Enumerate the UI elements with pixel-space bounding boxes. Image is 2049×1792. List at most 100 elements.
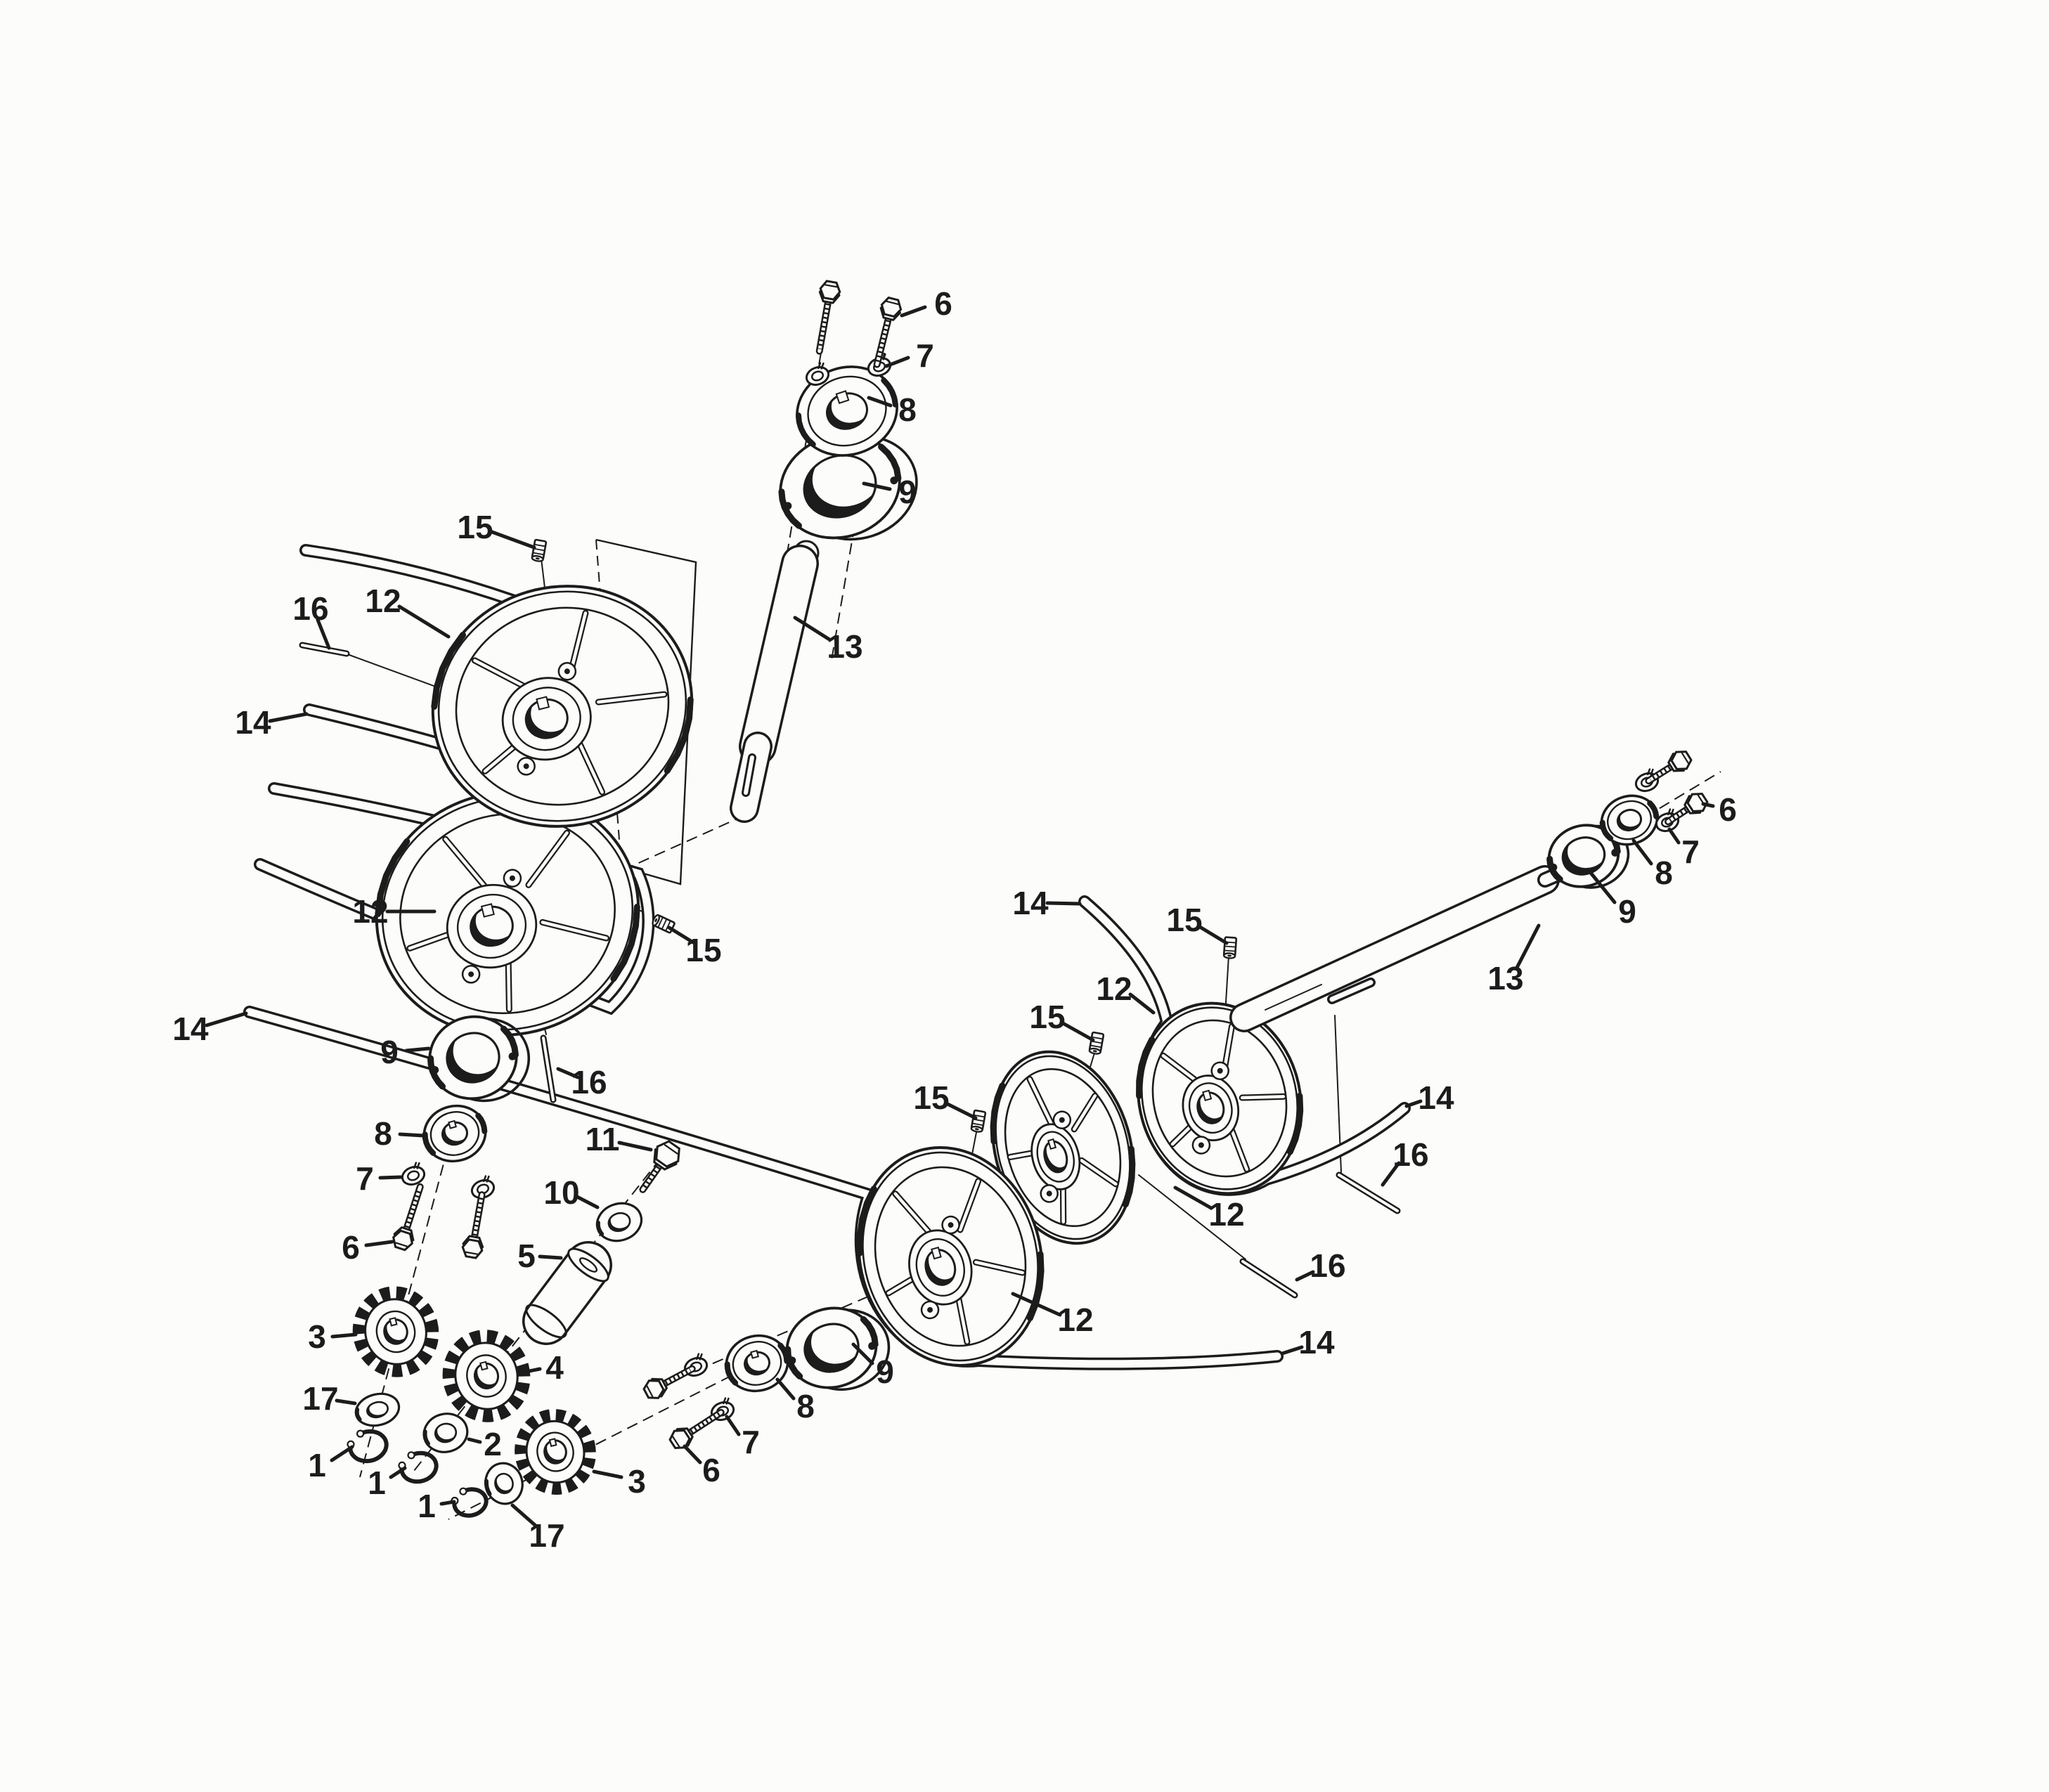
part-callout-3: 3	[592, 1463, 646, 1500]
gear-4	[442, 1330, 531, 1422]
part-number-label: 16	[1392, 1136, 1428, 1173]
part-number-label: 14	[235, 704, 271, 741]
shafts	[730, 540, 1577, 1032]
thrust-washer-17	[484, 1462, 524, 1505]
part-number-label: 14	[1418, 1079, 1454, 1116]
part-callout-8: 8	[867, 391, 917, 428]
part-callout-7: 7	[725, 1415, 760, 1460]
snap-ring-1	[451, 1487, 489, 1518]
part-callout-15: 15	[1166, 902, 1229, 945]
part-callout-16: 16	[1381, 1136, 1429, 1187]
part-callout-6: 6	[1701, 791, 1737, 828]
part-callout-9: 9	[862, 474, 917, 510]
part-number-label: 5	[517, 1238, 536, 1274]
part-number-label: 7	[1681, 833, 1700, 870]
shaft-collar-9	[778, 433, 918, 541]
part-callout-15: 15	[667, 926, 722, 968]
part-callout-5: 5	[517, 1238, 563, 1274]
part-number-label: 12	[1096, 970, 1132, 1007]
part-number-label: 1	[368, 1465, 386, 1501]
part-number-label: 12	[1057, 1301, 1093, 1338]
shaft-13	[730, 540, 820, 823]
part-number-label: 10	[543, 1174, 579, 1211]
part-callout-12: 12	[352, 893, 437, 930]
part-number-label: 6	[934, 285, 952, 322]
part-callout-16: 16	[556, 1064, 607, 1100]
pulley-12	[990, 1050, 1136, 1245]
part-number-label: 8	[898, 391, 917, 428]
hex-bolt-6	[642, 1365, 696, 1399]
part-callout-15: 15	[457, 509, 536, 550]
part-number-label: 16	[292, 590, 328, 627]
part-number-label: 9	[380, 1034, 399, 1070]
bearing-8	[1599, 794, 1660, 846]
part-callout-8: 8	[1631, 838, 1673, 891]
shaft-collar-9	[784, 1306, 891, 1391]
center-axis	[448, 1359, 763, 1520]
key-16	[540, 1034, 557, 1103]
bearing-8	[724, 1334, 790, 1393]
shaft-collar-9	[427, 1015, 531, 1103]
part-number-label: 17	[529, 1517, 564, 1554]
part-number-label: 7	[916, 337, 934, 374]
pulley-12	[431, 585, 694, 828]
part-callout-6: 6	[342, 1229, 394, 1266]
part-number-label: 16	[1310, 1247, 1345, 1284]
part-number-label: 15	[1166, 902, 1202, 938]
lock-washer-7	[805, 362, 830, 387]
part-callout-17: 17	[302, 1380, 357, 1417]
part-number-label: 8	[796, 1388, 815, 1424]
part-callout-13: 13	[1487, 923, 1541, 996]
hardware-parts	[299, 280, 1709, 1518]
part-number-label: 14	[172, 1011, 209, 1047]
part-number-label: 15	[913, 1079, 949, 1116]
part-number-label: 9	[1618, 893, 1636, 930]
hex-bolt-6	[1645, 751, 1693, 785]
bearing-8	[795, 365, 898, 457]
part-number-label: 14	[1012, 885, 1049, 921]
part-number-label: 7	[742, 1424, 760, 1460]
part-callout-8: 8	[775, 1377, 815, 1424]
thrust-washer-17	[354, 1392, 401, 1427]
pulley-12	[1136, 1001, 1304, 1195]
part-callout-12: 12	[1096, 970, 1156, 1015]
lock-washer-7	[401, 1162, 426, 1186]
part-number-label: 1	[418, 1488, 436, 1524]
part-callout-15: 15	[913, 1079, 978, 1120]
part-number-label: 8	[374, 1115, 392, 1152]
part-callout-7: 7	[1667, 827, 1700, 870]
part-callout-2: 2	[467, 1426, 502, 1462]
key-16	[299, 642, 350, 657]
part-callout-1: 1	[368, 1465, 407, 1501]
set-screw-15	[970, 1109, 987, 1133]
part-callout-11: 11	[586, 1121, 653, 1157]
part-number-label: 9	[898, 474, 917, 510]
part-callout-8: 8	[374, 1115, 425, 1152]
gear-3	[515, 1409, 596, 1495]
key-16	[1336, 1171, 1401, 1214]
part-callout-9: 9	[380, 1034, 431, 1070]
part-callout-14: 14	[235, 704, 309, 741]
part-number-label: 13	[1487, 960, 1523, 996]
part-callout-12: 12	[365, 583, 451, 639]
part-number-label: 12	[1208, 1196, 1244, 1233]
part-number-label: 2	[484, 1426, 502, 1462]
set-screw-15	[1088, 1031, 1105, 1055]
part-number-label: 14	[1298, 1324, 1335, 1361]
part-number-label: 3	[308, 1318, 326, 1355]
pulley-12	[856, 1146, 1045, 1367]
part-callout-7: 7	[884, 337, 934, 374]
part-callout-13: 13	[793, 616, 863, 665]
center-axis	[359, 1113, 458, 1478]
hex-bolt-6	[815, 280, 841, 355]
part-number-label: 13	[827, 628, 862, 665]
part-callout-14: 14	[1404, 1079, 1454, 1116]
part-callout-4: 4	[524, 1349, 564, 1386]
part-callout-16: 16	[1295, 1247, 1346, 1284]
part-callout-15: 15	[1029, 999, 1095, 1042]
part-number-label: 15	[1029, 999, 1065, 1035]
bearing-8	[422, 1104, 488, 1163]
